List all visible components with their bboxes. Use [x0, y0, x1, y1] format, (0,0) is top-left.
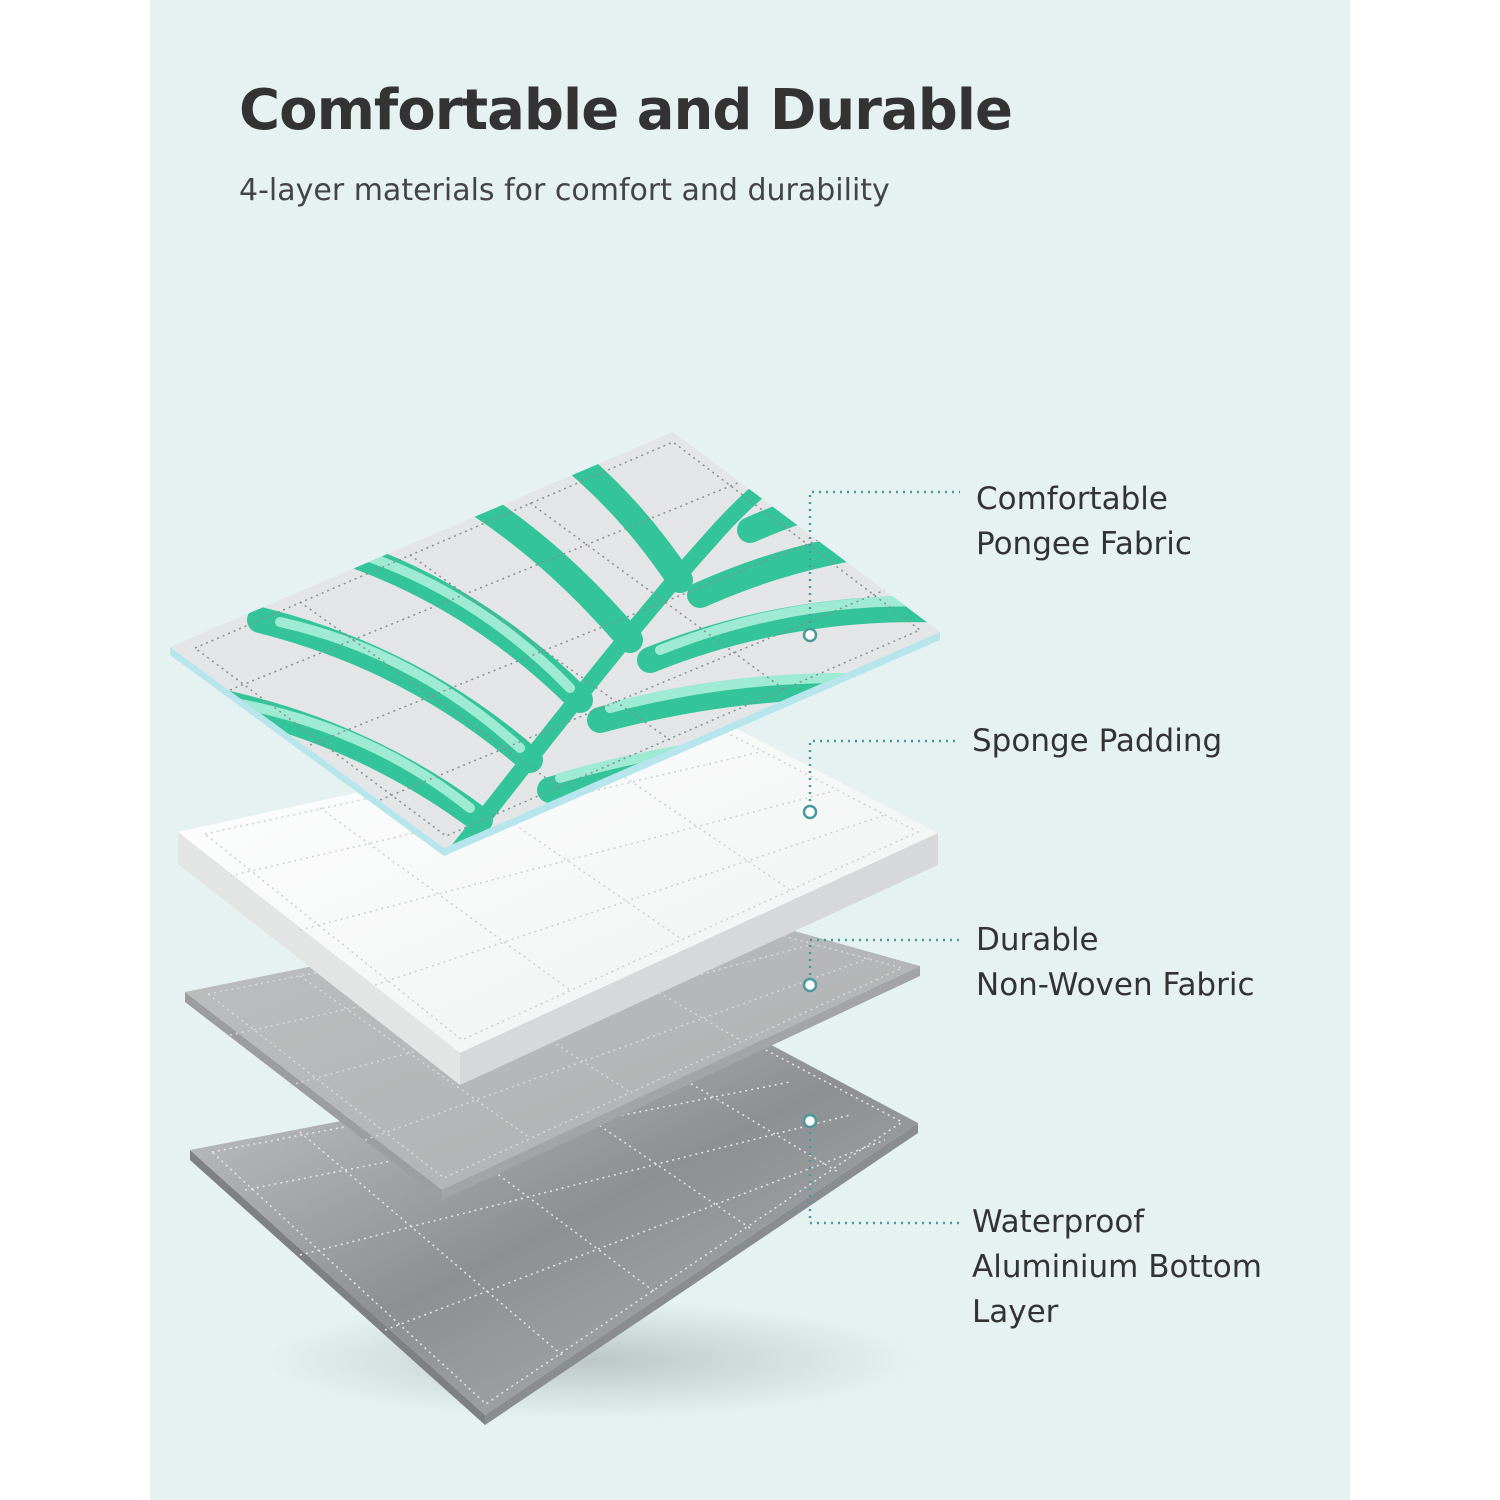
- label-aluminium-line-3: Layer: [972, 1294, 1059, 1330]
- leader-aluminium: [808, 1125, 960, 1225]
- sponge-side-left: [178, 832, 460, 1085]
- pongee-stitching: [193, 441, 922, 837]
- label-aluminium: Waterproof Aluminium Bottom Layer: [972, 1200, 1262, 1335]
- layer-diagram: [170, 432, 960, 1425]
- page-title: Comfortable and Durable: [239, 78, 1013, 143]
- label-nonwoven-line-1: Durable: [976, 922, 1099, 958]
- label-aluminium-line-1: Waterproof: [972, 1204, 1145, 1240]
- sponge-side-right: [460, 833, 938, 1085]
- leader-nonwoven: [808, 938, 960, 982]
- page-subtitle: 4-layer materials for comfort and durabi…: [239, 173, 890, 208]
- aluminium-side-right: [485, 1123, 918, 1425]
- dot-pongee: [802, 627, 818, 643]
- aluminium-side: [190, 1150, 485, 1425]
- sponge-stitching: [203, 723, 920, 1041]
- leader-sponge: [808, 739, 960, 808]
- product-panel: Comfortable and Durable 4-layer material…: [150, 0, 1350, 1500]
- nonwoven-side: [185, 992, 442, 1200]
- callout-leaders: [808, 490, 960, 1225]
- label-pongee: Comfortable Pongee Fabric: [976, 477, 1192, 567]
- dot-nonwoven: [802, 977, 818, 993]
- label-sponge-line-1: Sponge Padding: [972, 723, 1223, 759]
- dot-sponge: [802, 804, 818, 820]
- label-aluminium-line-2: Aluminium Bottom: [972, 1249, 1262, 1285]
- label-sponge: Sponge Padding: [972, 719, 1222, 764]
- label-pongee-line-1: Comfortable: [976, 481, 1168, 517]
- label-nonwoven-line-2: Non-Woven Fabric: [976, 967, 1255, 1003]
- callout-dots: [802, 627, 818, 1129]
- label-pongee-line-2: Pongee Fabric: [976, 526, 1192, 562]
- nonwoven-side-right: [442, 966, 920, 1200]
- dot-aluminium: [802, 1113, 818, 1129]
- leader-pongee: [808, 490, 960, 630]
- label-nonwoven: Durable Non-Woven Fabric: [976, 918, 1255, 1008]
